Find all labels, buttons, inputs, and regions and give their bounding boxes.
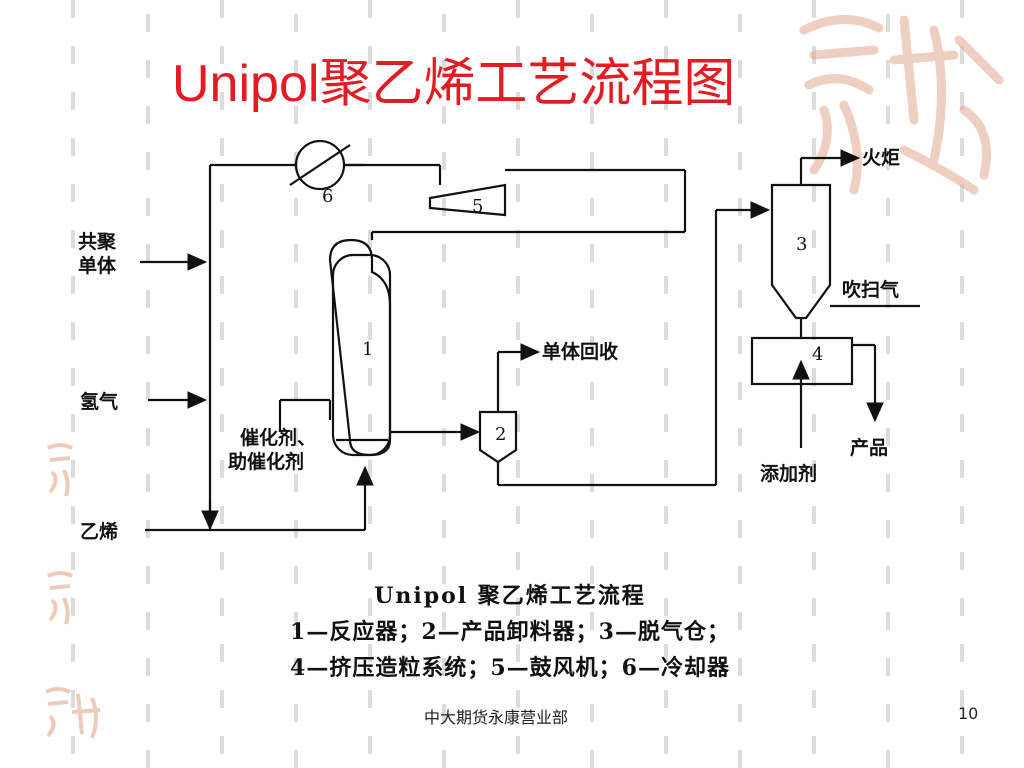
label-product: 产品 <box>850 436 888 459</box>
eq-label-2: 2 <box>495 424 506 445</box>
eq-label-3: 3 <box>796 234 807 255</box>
process-flow-diagram: 6 5 1 2 3 4 共聚 单体 氢气 乙烯 催化剂、 助催化剂 火炬 吹扫气… <box>78 140 920 543</box>
label-flare: 火炬 <box>862 147 900 169</box>
label-catalyst: 催化剂、 <box>240 426 316 449</box>
label-additive: 添加剂 <box>760 462 817 485</box>
page-number: 10 <box>958 704 979 723</box>
decorative-seal-small-3 <box>42 684 106 744</box>
caption-title: Unipol 聚乙烯工艺流程 <box>374 583 646 609</box>
label-ethylene: 乙烯 <box>80 520 118 543</box>
eq-label-6: 6 <box>322 186 333 207</box>
label-cocatalyst: 助催化剂 <box>228 450 304 473</box>
footer-organization: 中大期货永康营业部 <box>424 708 569 727</box>
eq-label-5: 5 <box>472 196 483 217</box>
label-comonomer-2: 单体 <box>78 254 117 277</box>
caption-legend-line-2: 4—挤压造粒系统；5—鼓风机；6—冷却器 <box>290 655 730 681</box>
eq-label-4: 4 <box>812 344 823 365</box>
label-monomer-recovery: 单体回收 <box>542 340 618 363</box>
caption-legend-line-1: 1—反应器；2—产品卸料器；3—脱气仓； <box>290 619 730 645</box>
label-purge-gas: 吹扫气 <box>842 278 899 301</box>
label-comonomer: 共聚 <box>78 231 117 253</box>
eq-label-1: 1 <box>362 339 373 360</box>
decorative-seal-logo <box>784 0 1014 210</box>
slide-title: Unipol聚乙烯工艺流程图 <box>172 55 736 113</box>
label-hydrogen: 氢气 <box>80 390 118 413</box>
decorative-seal-small-1 <box>42 440 78 500</box>
decorative-seal-small-2 <box>42 568 78 628</box>
